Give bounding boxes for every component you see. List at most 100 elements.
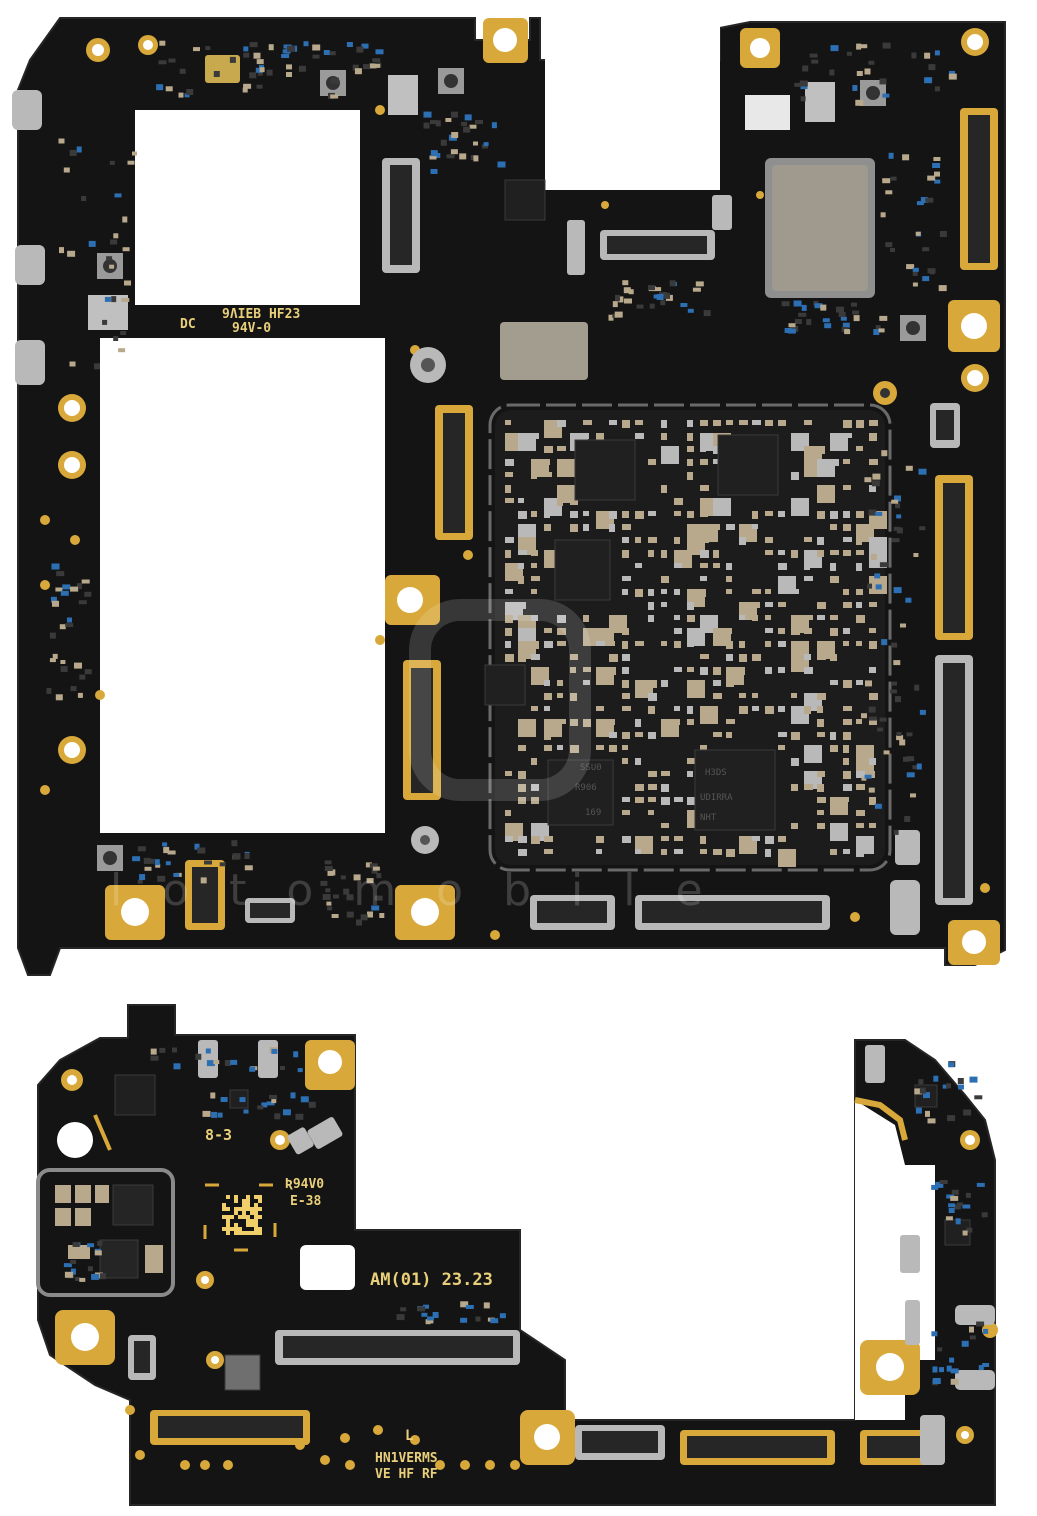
- passive-component: [544, 524, 551, 531]
- passive-component: [157, 875, 166, 882]
- passive-component: [687, 602, 694, 610]
- passive-component: [687, 511, 694, 518]
- passive-component: [609, 719, 615, 725]
- passive-component: [855, 99, 864, 106]
- passive-component: [132, 151, 137, 156]
- passive-component: [570, 446, 576, 451]
- qr-cell: [234, 1195, 238, 1199]
- qr-cell: [254, 1219, 258, 1223]
- passive-component: [371, 905, 380, 911]
- passive-component: [490, 1318, 499, 1324]
- passive-component: [65, 623, 74, 628]
- passive-component: [280, 1066, 285, 1070]
- passive-component: [869, 628, 876, 633]
- passive-component: [330, 94, 339, 99]
- passive-component: [70, 1260, 77, 1264]
- passive-component: [253, 52, 261, 59]
- passive-component: [950, 1195, 959, 1201]
- passive-component: [570, 654, 578, 660]
- passive-component: [830, 524, 837, 530]
- silkscreen-dc: DC: [180, 317, 196, 332]
- passive-component: [195, 1053, 202, 1060]
- passive-component: [911, 52, 917, 59]
- passive-component: [544, 745, 552, 751]
- qr-cell: [242, 1199, 246, 1203]
- qr-cell: [258, 1207, 262, 1211]
- passive-component: [817, 485, 835, 503]
- passive-component: [765, 537, 773, 543]
- passive-component: [69, 149, 77, 156]
- passive-component: [817, 719, 824, 727]
- passive-component: [249, 72, 257, 79]
- passive-component: [892, 681, 897, 686]
- passive-component: [110, 239, 118, 245]
- qr-cell: [238, 1227, 242, 1231]
- passive-component: [353, 874, 361, 881]
- passive-component: [842, 322, 850, 328]
- passive-component: [843, 537, 852, 542]
- passive-component: [109, 264, 115, 269]
- passive-component: [824, 323, 832, 329]
- passive-component: [924, 52, 931, 59]
- sub-board-outline: [37, 1004, 996, 1506]
- passive-component: [622, 537, 629, 543]
- passive-component: [900, 623, 906, 628]
- passive-component: [830, 615, 838, 620]
- passive-component: [713, 524, 720, 530]
- passive-component: [765, 667, 772, 674]
- main-board-cutout-large: [100, 338, 385, 833]
- passive-component: [791, 693, 797, 698]
- passive-component: [361, 43, 369, 49]
- passive-component: [836, 306, 844, 313]
- passive-component: [557, 459, 575, 477]
- passive-component: [902, 154, 910, 161]
- passive-component: [817, 706, 823, 713]
- passive-component: [948, 73, 957, 80]
- passive-component: [778, 836, 786, 842]
- qr-cell: [242, 1203, 246, 1207]
- passive-component: [873, 329, 880, 335]
- passive-component: [687, 680, 705, 698]
- passive-component: [791, 589, 799, 594]
- passive-component: [794, 82, 802, 87]
- qr-cell: [254, 1215, 258, 1219]
- passive-component: [363, 64, 370, 70]
- sub-passives: [63, 1047, 990, 1386]
- qr-cell: [238, 1231, 242, 1235]
- passive-component: [893, 829, 899, 835]
- passive-component: [531, 654, 540, 660]
- passive-component: [830, 563, 836, 571]
- qr-cell: [254, 1223, 258, 1227]
- passive-component: [843, 433, 852, 438]
- qr-cell: [254, 1195, 258, 1199]
- passive-component: [333, 894, 339, 899]
- passive-component: [518, 563, 524, 569]
- passive-component: [648, 810, 654, 815]
- passive-component: [505, 810, 511, 816]
- passive-component: [205, 1048, 211, 1054]
- passive-component: [596, 706, 604, 711]
- passive-component: [557, 680, 563, 686]
- passive-component: [804, 706, 811, 714]
- passive-component: [622, 758, 628, 764]
- passive-component: [830, 745, 838, 752]
- passive-component: [804, 563, 810, 570]
- passive-component: [674, 615, 680, 620]
- passive-component: [674, 667, 682, 672]
- passive-component: [656, 294, 664, 300]
- passive-component: [976, 1182, 985, 1187]
- svg-text:H3DS: H3DS: [705, 768, 727, 778]
- passive-component: [557, 693, 563, 698]
- svg-text:169: 169: [585, 808, 601, 818]
- rf-shield-inner: [772, 165, 868, 291]
- qr-cell: [246, 1195, 250, 1199]
- passive-component: [927, 268, 936, 274]
- passive-component: [703, 310, 711, 317]
- passive-component: [331, 914, 339, 918]
- passive-component: [636, 304, 644, 309]
- passive-component: [481, 144, 488, 149]
- main-passives: [46, 40, 957, 926]
- passive-component: [856, 602, 862, 608]
- passive-component: [695, 281, 704, 287]
